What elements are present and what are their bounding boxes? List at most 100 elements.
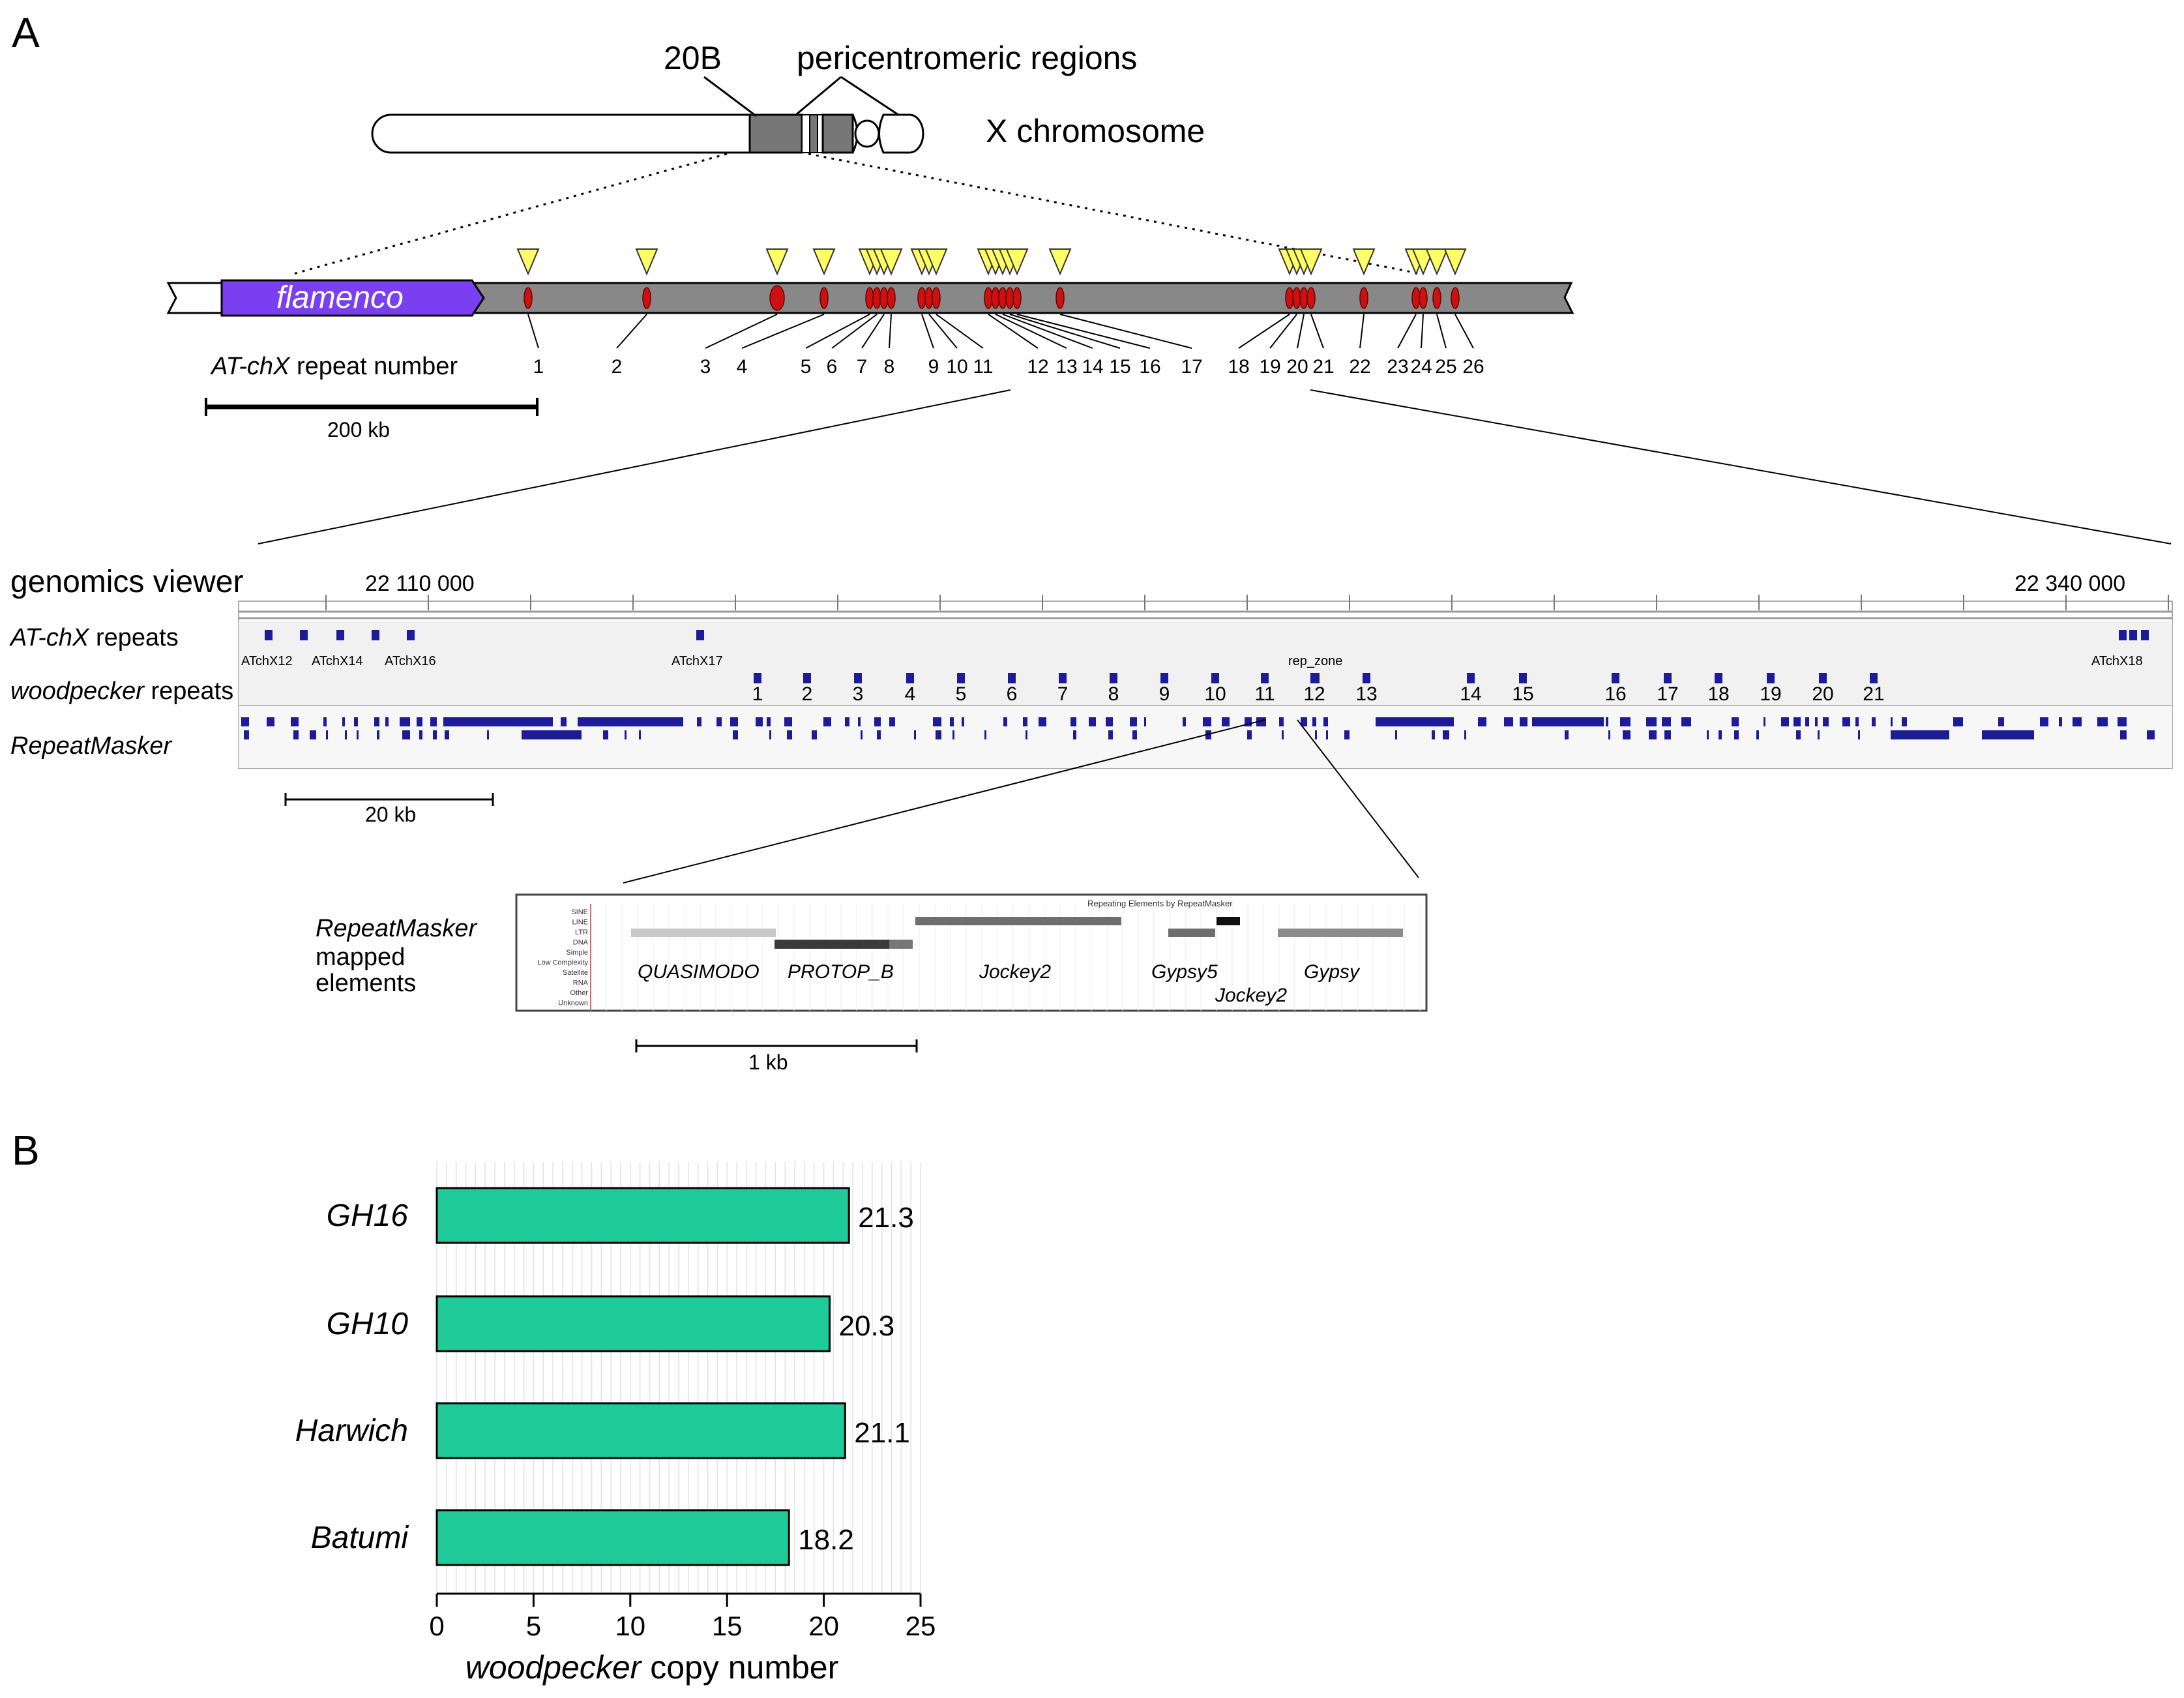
repeatmasker-feature [1478, 717, 1486, 726]
flamenco-label: flamenco [276, 280, 404, 315]
repeatmasker-feature [547, 717, 553, 726]
woodpecker-number: 11 [1254, 683, 1275, 705]
repeat-connector [831, 314, 878, 349]
woodpecker-number: 13 [1355, 683, 1377, 705]
pericentromeric-label: pericentromeric regions [797, 40, 1137, 76]
woodpecker-feature [1870, 673, 1878, 683]
repeatmasker-feature [1504, 717, 1513, 726]
woodpecker-number: 9 [1159, 683, 1170, 705]
woodpecker-number: 2 [802, 683, 813, 705]
repeatmasker-feature [475, 717, 480, 726]
repeatmasker-feature [1282, 730, 1284, 739]
element-bar-protop-b [775, 940, 913, 949]
repeatmasker-feature [561, 717, 567, 726]
repeat-connector [741, 314, 825, 349]
repeat-mark [1285, 287, 1294, 309]
detail-class-label: LINE [572, 919, 588, 927]
chart-category-label: Harwich [295, 1414, 408, 1448]
element-bar-protop-b-tail [889, 940, 913, 949]
repeatmasker-feature [2073, 717, 2082, 726]
repeat-number: 25 [1435, 356, 1456, 378]
chart-x-tick-label: 15 [712, 1611, 743, 1641]
chart-x-tick-label: 20 [808, 1611, 839, 1641]
repeatmasker-feature [1582, 717, 1587, 726]
repeatmasker-feature [402, 730, 410, 739]
repeatmasker-feature [1858, 730, 1860, 739]
repeatmasker-feature [1245, 717, 1252, 726]
repeat-number: 16 [1139, 356, 1160, 378]
woodpecker-feature [1664, 673, 1672, 683]
repeatmasker-feature [1756, 730, 1759, 739]
band-20b-label: 20B [664, 40, 722, 76]
repeatmasker-feature [1378, 717, 1382, 726]
repeatmasker-feature [784, 717, 792, 726]
repeatmasker-feature [625, 730, 627, 739]
repeatmasker-feature [2120, 730, 2127, 739]
repeatmasker-feature [889, 717, 895, 726]
chart-value-label: 21.3 [858, 1202, 914, 1234]
panel-b-label: B [12, 1127, 40, 1174]
repeatmasker-feature [400, 717, 410, 726]
repeat-mark [1411, 287, 1421, 309]
atchx-feature [2119, 630, 2127, 640]
repeat-triangles [516, 248, 1474, 349]
repeatmasker-feature [1440, 717, 1449, 726]
repeatmasker-feature [603, 730, 608, 739]
chart-x-axis-label: woodpecker copy number [465, 1649, 839, 1686]
woodpecker-feature [1467, 673, 1475, 683]
atchx-feature [336, 630, 344, 640]
repeat-connector [616, 314, 647, 349]
repeatmasker-feature [2020, 730, 2024, 739]
repeat-number: 14 [1082, 356, 1103, 378]
repeatmasker-feature [1781, 717, 1789, 726]
scale-bar-20kb [284, 793, 494, 806]
repeatmasker-feature [1562, 717, 1569, 726]
repeatmasker-feature [1823, 717, 1829, 726]
woodpecker-number: 16 [1604, 683, 1626, 705]
repeatmasker-feature [1681, 717, 1691, 726]
repeat-connector [1359, 314, 1365, 349]
repeat-mark [769, 285, 785, 311]
track-woodpecker-italic: woodpecker [10, 678, 145, 705]
woodpecker-number: 15 [1512, 683, 1533, 705]
repeatmasker-feature [936, 730, 941, 739]
repeatmasker-feature [2059, 717, 2062, 726]
repeatmasker-feature [374, 717, 379, 726]
element-bar-gypsy [1278, 929, 1403, 937]
repeatmasker-feature [1593, 717, 1602, 726]
repeatmasker-feature [1707, 730, 1709, 739]
repeat-number: 23 [1387, 356, 1408, 378]
repeatmasker-feature [787, 730, 792, 739]
woodpecker-feature [1211, 673, 1219, 683]
repeatmasker-feature [1664, 730, 1671, 739]
woodpecker-feature [1363, 673, 1370, 683]
repeat-number: 21 [1312, 356, 1334, 378]
repeatmasker-feature [310, 730, 316, 739]
repeat-triangle [812, 248, 836, 276]
repeat-number: 17 [1181, 356, 1202, 378]
repeatmasker-feature [733, 730, 738, 739]
chart-value-label: 21.1 [854, 1417, 910, 1449]
repeat-connector [889, 314, 892, 349]
repeat-number: 5 [801, 356, 812, 378]
repeat-number: 4 [737, 356, 748, 378]
repeat-mark [872, 287, 881, 309]
repeat-connector [1421, 314, 1424, 349]
detail-label-line2: mapped [316, 944, 405, 971]
repeatmasker-feature [1872, 717, 1876, 726]
woodpecker-feature [1767, 673, 1775, 683]
panel-a-label: A [12, 9, 40, 56]
element-label-gypsy5: Gypsy5 [1151, 961, 1218, 983]
repeatmasker-feature [345, 730, 347, 739]
repeat-connector [527, 314, 539, 349]
element-bar-gypsy5 [1168, 929, 1215, 937]
woodpecker-number: 8 [1108, 683, 1119, 705]
repeatmasker-feature [1247, 730, 1252, 739]
repeat-triangle [1425, 248, 1449, 276]
repeatmasker-feature [1003, 717, 1007, 726]
woodpecker-feature [1310, 673, 1318, 683]
repeat-number: 6 [827, 356, 838, 378]
element-label-jockey2-b: Jockey2 [1215, 985, 1287, 1006]
